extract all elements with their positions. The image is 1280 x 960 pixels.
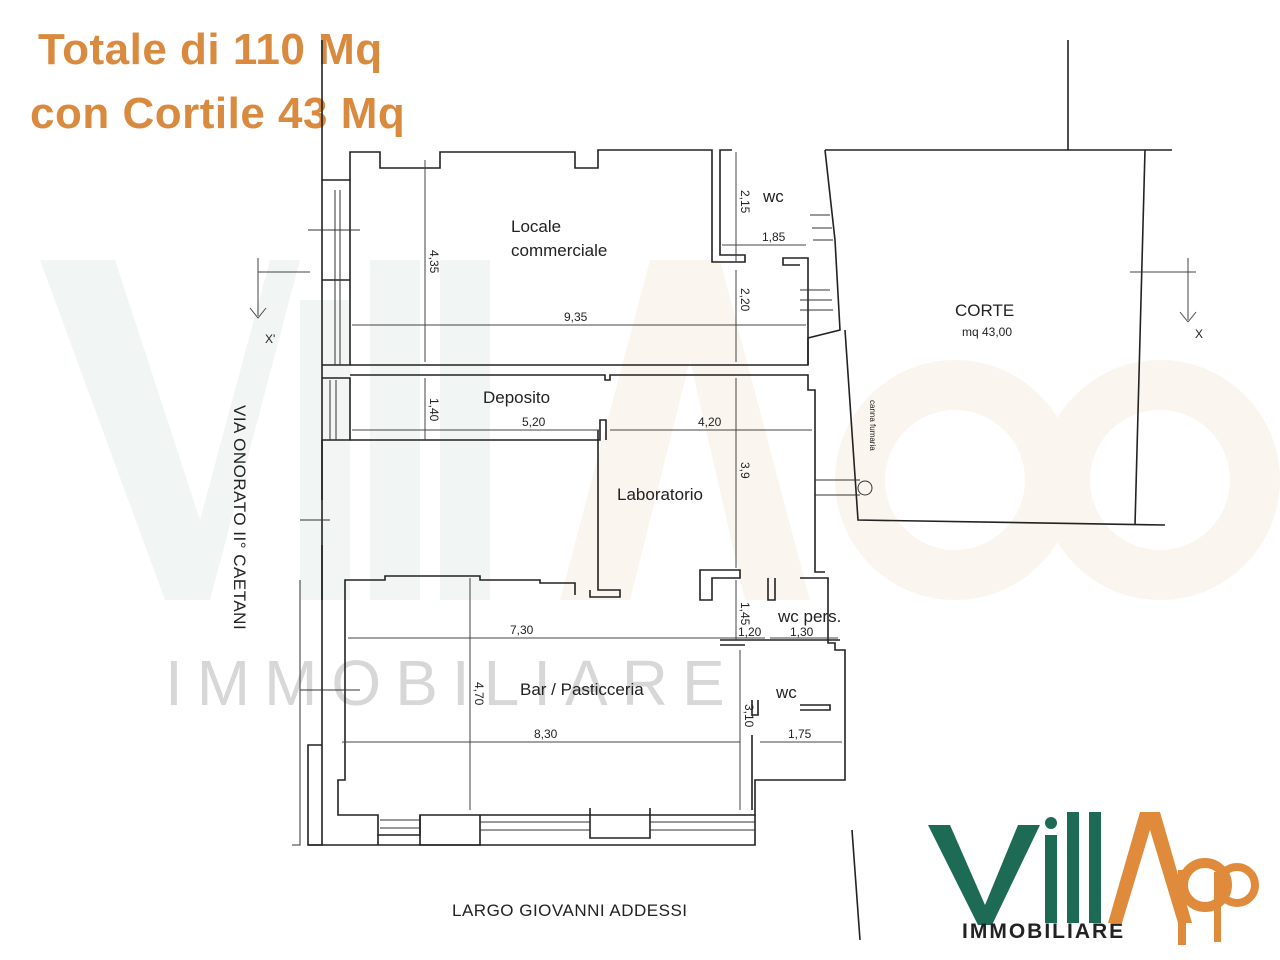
room-wc-bottom: wc [775, 683, 797, 702]
dim-3-10: 3,10 [742, 704, 756, 728]
section-mark-left: X' [265, 332, 275, 346]
headline-total: Totale di 110 Mq [38, 25, 383, 74]
logo-p1-stem [1178, 870, 1186, 945]
dim-4-70: 4,70 [472, 682, 486, 706]
dim-2-20: 2,20 [738, 288, 752, 312]
dim-1-45: 1,45 [738, 602, 752, 626]
dim-1-75: 1,75 [788, 727, 812, 741]
dim-4-35: 4,35 [427, 250, 441, 274]
dim-9-35: 9,35 [564, 310, 588, 324]
logo-i-dot [1045, 817, 1057, 829]
watermark-v-shape [40, 260, 300, 600]
watermark-p1-shape [835, 360, 1075, 600]
logo-subtitle: IMMOBILIARE [962, 920, 1125, 943]
room-laboratorio: Laboratorio [617, 485, 703, 504]
room-locale-line1: Locale [511, 217, 561, 236]
logo-i-shape [1045, 835, 1057, 923]
dimension-lines [342, 152, 842, 810]
section-marks [249, 258, 1197, 323]
dim-8-30: 8,30 [534, 727, 558, 741]
room-bar: Bar / Pasticceria [520, 680, 644, 699]
dim-1-85: 1,85 [762, 230, 786, 244]
dim-1-20: 1,20 [738, 625, 762, 639]
room-wc-pers: wc pers. [777, 607, 841, 626]
building-walls [292, 40, 1172, 941]
logo-v-shape [928, 825, 1040, 925]
room-locale-line2: commerciale [511, 241, 607, 260]
dim-7-30: 7,30 [510, 623, 534, 637]
watermark-i-shape [300, 300, 350, 600]
dim-4-20: 4,20 [698, 415, 722, 429]
flue-label: canna fumaria [868, 400, 877, 451]
logo-l1-shape [1067, 812, 1079, 923]
room-wc-top: wc [762, 187, 784, 206]
watermark-p2-shape [1040, 360, 1280, 600]
dim-5-20: 5,20 [522, 415, 546, 429]
dim-3-9: 3,9 [738, 462, 752, 479]
room-corte: CORTE [955, 301, 1014, 320]
street-left: VIA ONORATO II° CAETANI [230, 405, 249, 630]
dim-2-15: 2,15 [738, 190, 752, 214]
logo-a-shape [1108, 812, 1192, 923]
headline-courtyard: con Cortile 43 Mq [30, 89, 406, 138]
room-deposito: Deposito [483, 388, 550, 407]
dim-1-40: 1,40 [427, 398, 441, 422]
dim-1-30: 1,30 [790, 625, 814, 639]
watermark-a-shape [560, 260, 810, 600]
room-corte-area: mq 43,00 [962, 325, 1012, 339]
logo-l2-shape [1089, 812, 1101, 923]
watermark-text: IMMOBILIARE [165, 647, 739, 719]
flue-pipe [857, 480, 873, 496]
section-mark-right: X [1195, 327, 1203, 341]
villapp-logo: IMMOBILIARE [928, 812, 1259, 945]
logo-p2-stem [1214, 872, 1221, 942]
street-bottom: LARGO GIOVANNI ADDESSI [452, 901, 688, 920]
